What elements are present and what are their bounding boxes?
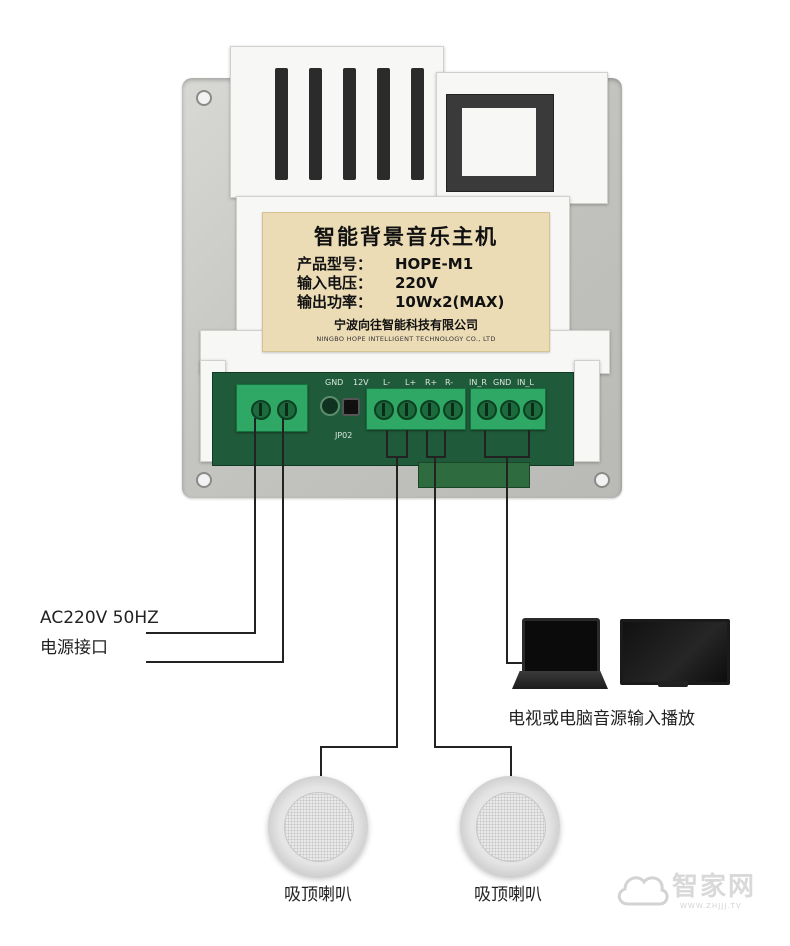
speaker-wire [396, 456, 398, 748]
terminal-screw [500, 400, 520, 420]
pcb-bottom-edge [418, 462, 530, 488]
pcb-label: JP02 [335, 431, 353, 440]
speaker-wire [444, 430, 446, 458]
watermark-url: WWW.ZHJJJ.TV [680, 902, 742, 910]
terminal-screw [420, 400, 440, 420]
product-label: 智能背景音乐主机 产品型号： HOPE-M1 输入电压： 220V 输出功率： 10W… [262, 212, 550, 352]
speaker-wire [320, 746, 398, 748]
speaker-caption: 吸顶喇叭 [474, 885, 542, 905]
speaker-wire [320, 746, 322, 776]
tv-stand [658, 681, 688, 687]
terminal-screw [251, 400, 271, 420]
vent-slot [411, 68, 424, 180]
pcb-label: R+ [425, 378, 438, 387]
terminal-screw [523, 400, 543, 420]
pcb-label: R- [445, 378, 454, 387]
label-key: 输入电压： [297, 274, 373, 292]
label-company: 宁波向往智能科技有限公司 [333, 318, 478, 332]
pcb-label: IN_R [469, 378, 487, 387]
pcb-label: IN_L [517, 378, 534, 387]
label-row-voltage: 输入电压： 220V [297, 272, 438, 293]
power-spec-text: AC220V 50HZ [40, 608, 159, 628]
speaker-grill [476, 792, 546, 862]
label-company-en: NINGBO HOPE INTELLIGENT TECHNOLOGY CO., … [316, 335, 496, 343]
power-wire [146, 661, 284, 663]
power-wire [282, 418, 284, 663]
speaker-wire [426, 456, 446, 458]
line-in-terminal [470, 388, 546, 430]
pcb-label: GND [493, 378, 512, 387]
audio-jack [342, 398, 360, 416]
line-in-wire [528, 430, 530, 458]
square-window-inner [462, 108, 536, 176]
screw-hole [594, 472, 610, 488]
terminal-screw [443, 400, 463, 420]
speaker-grill [284, 792, 354, 862]
pcb-label: 12V [353, 378, 369, 387]
label-row-power: 输出功率： 10Wx2(MAX) [297, 291, 504, 312]
power-port-text: 电源接口 [40, 638, 108, 658]
vent-slot [275, 68, 288, 180]
power-wire [146, 632, 256, 634]
audio-source-caption: 电视或电脑音源输入播放 [508, 709, 695, 729]
speaker-wire [426, 430, 428, 458]
label-value: 220V [395, 274, 438, 292]
vent-slot [309, 68, 322, 180]
laptop-keyboard [512, 671, 608, 689]
speaker-wire [510, 746, 512, 776]
speaker-wire [386, 430, 388, 458]
ceiling-speaker [268, 776, 368, 876]
ceiling-speaker [460, 776, 560, 876]
label-value: HOPE-M1 [395, 255, 474, 273]
vent-slot [343, 68, 356, 180]
housing-right-leg [574, 360, 600, 462]
terminal-screw [277, 400, 297, 420]
label-row-model: 产品型号： HOPE-M1 [297, 253, 473, 274]
cloud-icon [617, 876, 669, 906]
speaker-wire [406, 430, 408, 458]
line-in-wire [484, 430, 486, 458]
line-in-wire [506, 456, 508, 664]
label-key: 输出功率： [297, 293, 373, 311]
pcb-label: L- [383, 378, 391, 387]
speaker-terminal [366, 388, 466, 430]
tv-icon [620, 619, 730, 685]
screw-hole [196, 90, 212, 106]
pcb-label: GND [325, 378, 344, 387]
terminal-screw [397, 400, 417, 420]
vent-slot [377, 68, 390, 180]
label-key: 产品型号： [297, 255, 373, 273]
label-value: 10Wx2(MAX) [395, 293, 505, 311]
laptop-icon [522, 618, 600, 674]
line-in-wire [506, 662, 522, 664]
watermark-text: 智家网 [672, 872, 757, 902]
speaker-wire [434, 746, 512, 748]
power-wire [254, 418, 256, 634]
jack-hole [320, 396, 340, 416]
pcb-label: L+ [405, 378, 417, 387]
screw-hole [196, 472, 212, 488]
speaker-caption: 吸顶喇叭 [284, 885, 352, 905]
terminal-screw [374, 400, 394, 420]
power-terminal [236, 384, 308, 432]
label-title: 智能背景音乐主机 [314, 225, 498, 249]
terminal-screw [477, 400, 497, 420]
speaker-wire [434, 456, 436, 748]
